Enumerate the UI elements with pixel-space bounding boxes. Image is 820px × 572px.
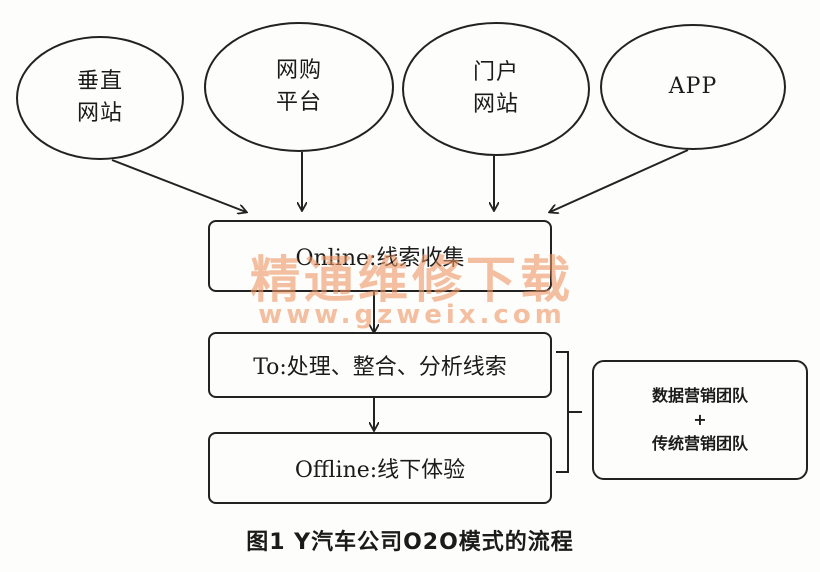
team-bracket (556, 351, 582, 473)
team-label-data: 数据营销团队 (651, 386, 748, 405)
source-label: 门户 (472, 60, 519, 85)
step-offline-experience: Offline:线下体验 (208, 432, 552, 504)
source-label: 垂直 (76, 69, 123, 94)
figure-caption: 图1 Y汽车公司O2O模式的流程 (246, 530, 574, 555)
source-ellipse-portal-site: 门户 网站 (402, 22, 590, 156)
source-label: APP (668, 74, 718, 99)
arrow-app-to-online (550, 149, 689, 212)
step-label: Offline:线下体验 (294, 458, 466, 483)
step-label: To:处理、整合、分析线索 (253, 355, 507, 380)
source-label: 网站 (472, 92, 519, 117)
source-label: 网站 (76, 101, 123, 126)
team-box: 数据营销团队 + 传统营销团队 (592, 360, 808, 480)
source-label: 平台 (275, 90, 322, 115)
source-ellipse-app: APP (600, 24, 786, 150)
source-label: 网购 (275, 58, 322, 83)
arrow-vertical-site-to-online (111, 159, 246, 212)
team-plus: + (693, 410, 707, 429)
step-online-lead-collection: Online:线索收集 (208, 220, 552, 292)
source-ellipse-shopping-platform: 网购 平台 (204, 22, 394, 152)
step-to-process-analyze: To:处理、整合、分析线索 (208, 332, 552, 398)
team-label-traditional: 传统营销团队 (651, 434, 748, 453)
source-ellipse-vertical-site: 垂直 网站 (16, 36, 184, 160)
step-label: Online:线索收集 (295, 246, 465, 271)
